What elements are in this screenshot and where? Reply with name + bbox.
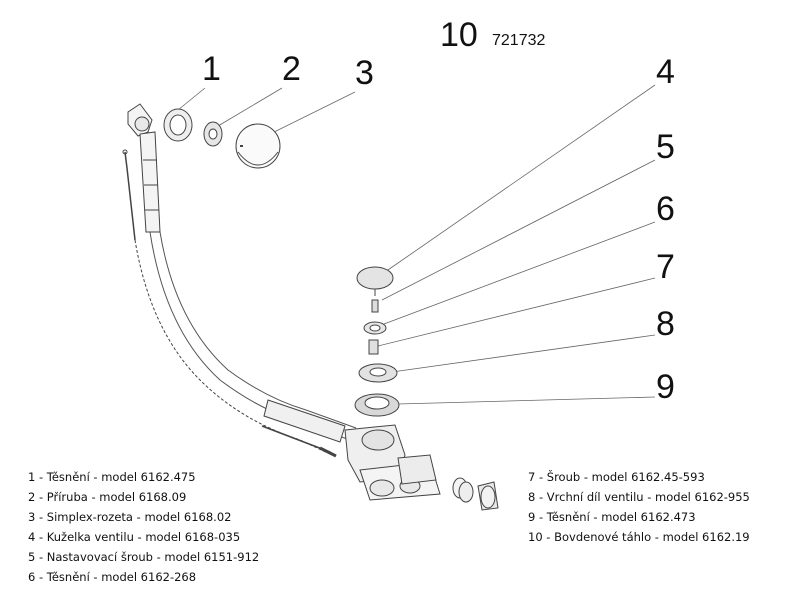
legend-item: 2 - Příruba - model 6168.09 <box>28 490 187 504</box>
adjusting-screw-part-5 <box>371 299 379 313</box>
callout-7: 7 <box>656 248 675 286</box>
legend-item: 5 - Nastavovací šroub - model 6151-912 <box>28 550 260 564</box>
legend-item: 8 - Vrchní díl ventilu - model 6162-955 <box>528 490 750 504</box>
legend-item: 7 - Šroub - model 6162.45-593 <box>528 470 705 484</box>
callout-9: 9 <box>656 368 675 406</box>
valve-top-part-8 <box>358 363 398 383</box>
legend-item: 6 - Těsnění - model 6162-268 <box>28 570 197 584</box>
legend-right: 7 - Šroub - model 6162.45-593 8 - Vrchní… <box>528 467 750 547</box>
callout-8: 8 <box>656 305 675 343</box>
outlet-fittings <box>452 477 499 511</box>
callout-4: 4 <box>656 53 675 91</box>
valve-plug-part-4 <box>356 266 394 296</box>
bowden-cable <box>122 149 337 458</box>
legend-item: 10 - Bovdenové táhlo - model 6162.19 <box>528 530 750 544</box>
callout-5: 5 <box>656 128 675 166</box>
callout-1: 1 <box>202 50 221 88</box>
seal-part-6 <box>363 321 387 335</box>
legend-item: 3 - Simplex-rozeta - model 6168.02 <box>28 510 232 524</box>
overflow-elbow <box>127 103 161 233</box>
flange-part-2 <box>203 121 223 147</box>
legend-item: 9 - Těsnění - model 6162.473 <box>528 510 696 524</box>
header-number: 10 <box>440 16 478 54</box>
waste-body <box>344 424 441 501</box>
drain-hose <box>149 231 357 443</box>
screw-part-7 <box>368 339 379 355</box>
callout-6: 6 <box>656 190 675 228</box>
callout-3: 3 <box>355 54 374 92</box>
leader-lines <box>177 84 656 405</box>
seal-part-1 <box>163 108 193 142</box>
header-code: 721732 <box>492 32 546 49</box>
legend-item: 4 - Kuželka ventilu - model 6168-035 <box>28 530 241 544</box>
rosette-part-3 <box>235 123 281 169</box>
legend-item: 1 - Těsnění - model 6162.475 <box>28 470 196 484</box>
seal-part-9 <box>354 393 400 417</box>
callout-2: 2 <box>282 50 301 88</box>
legend-left: 1 - Těsnění - model 6162.475 2 - Příruba… <box>28 467 259 587</box>
